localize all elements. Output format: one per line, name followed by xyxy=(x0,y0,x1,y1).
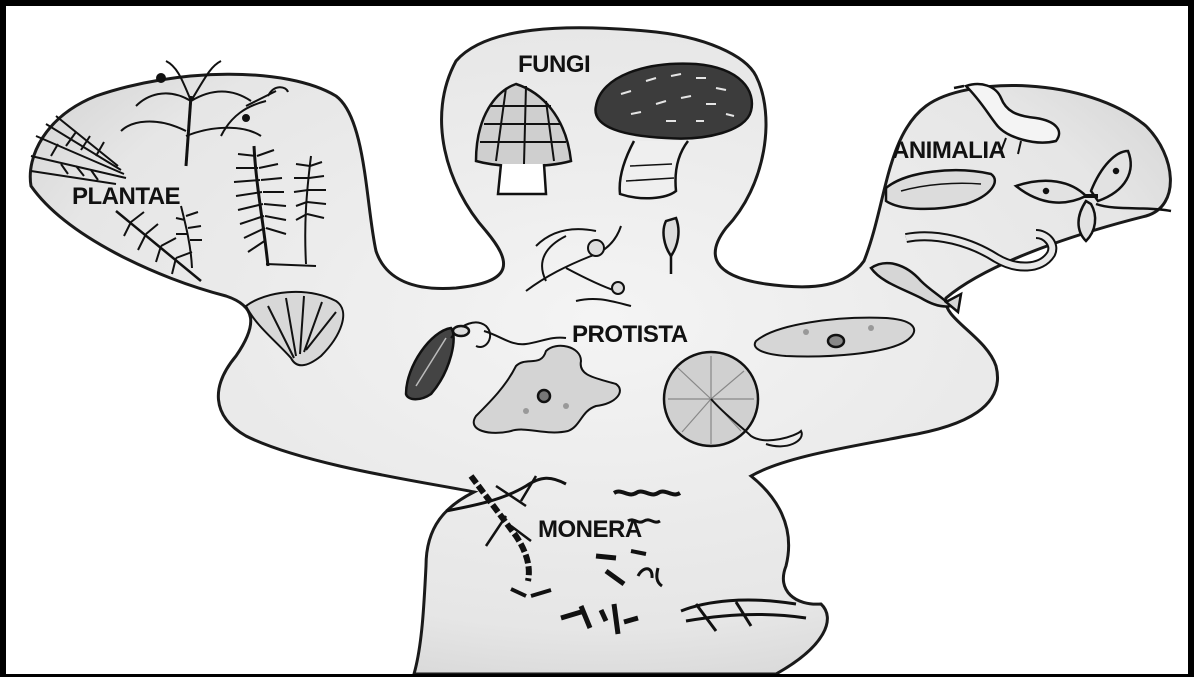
label-plantae: PLANTAE xyxy=(72,183,181,210)
label-monera: MONERA xyxy=(538,516,642,543)
label-animalia: ANIMALIA xyxy=(892,137,1005,164)
five-kingdom-diagram: PLANTAE FUNGI ANIMALIA PROTISTA MONERA xyxy=(6,6,1188,674)
label-fungi: FUNGI xyxy=(518,51,590,78)
label-protista: PROTISTA xyxy=(572,321,688,348)
